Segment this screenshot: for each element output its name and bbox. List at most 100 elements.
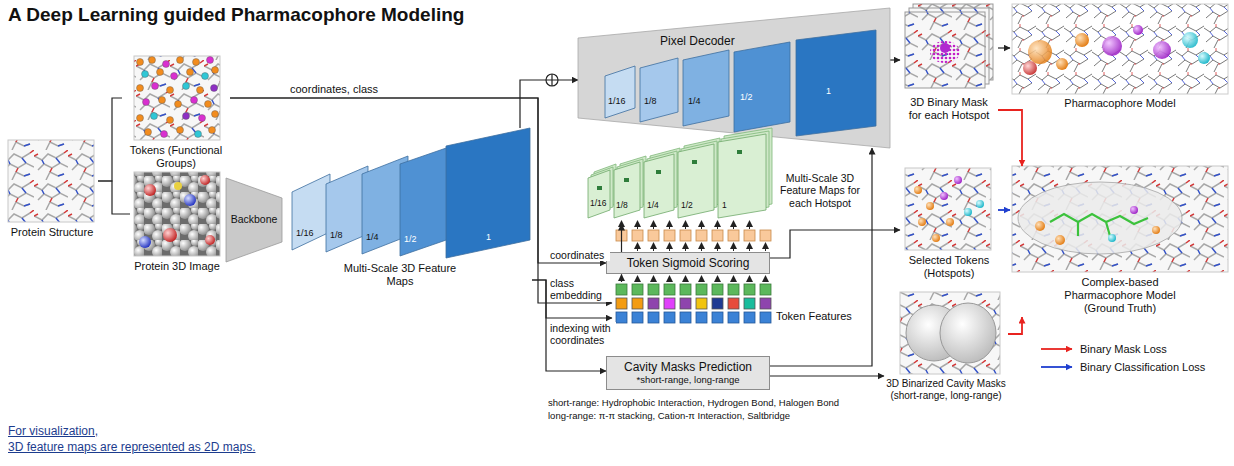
score-tokens: [632, 230, 643, 241]
token-arrows: [701, 276, 702, 282]
selected-tokens-image: [976, 200, 984, 208]
pixel-decoder-shape: [578, 8, 890, 148]
node-text: 3D Binarized Cavity Masks (short-range, …: [884, 378, 1008, 402]
image-panel: 3D Binarized Cavity Masks (short-range, …: [884, 292, 1008, 412]
token-features-shape: [744, 298, 755, 309]
edge-label: class embedding: [550, 277, 610, 302]
tokens-image: [187, 69, 194, 76]
ground-truth-image: [1108, 234, 1116, 242]
selected-tokens-image: [905, 168, 991, 250]
token-features-shape: [632, 284, 643, 295]
score-tokens: [664, 230, 675, 241]
token-features-shape: [632, 298, 643, 309]
tokens-image: [134, 56, 220, 140]
selected-tokens-image: [905, 168, 991, 250]
tokens-image: [137, 85, 144, 92]
score-tokens: [712, 230, 723, 241]
node-text: Token Features: [776, 310, 860, 323]
token-arrows: [669, 276, 670, 282]
token-features-shape: [664, 284, 675, 295]
tokens-image: [197, 87, 204, 94]
connector: [770, 375, 884, 376]
pixel-decoder-shape: [796, 30, 876, 136]
node-text: 1/8: [644, 96, 668, 107]
token-features-shape: [760, 284, 771, 295]
cavity-mask-image: [900, 292, 1000, 374]
image-panel: Complex-based Pharmacophore Model (Groun…: [1010, 166, 1230, 317]
protein-structure-image: [8, 140, 94, 222]
token-arrows: [637, 243, 638, 251]
token-features-shape: [744, 284, 755, 295]
ground-truth-image: [1012, 166, 1228, 272]
connector: [520, 80, 578, 128]
tokens-image: [137, 59, 144, 66]
image-panel: 3D Binary Mask for each Hotspot: [900, 4, 998, 126]
token-features-shape: [680, 284, 691, 295]
token-features-shape: [760, 312, 771, 323]
legend-text: Binary Mask Loss: [1080, 343, 1167, 355]
token-arrows: [701, 221, 702, 229]
token-features-shape: [664, 312, 675, 323]
pharmacophore-image: [1133, 25, 1143, 35]
token-arrows: [733, 276, 734, 282]
tokens-image: [193, 59, 200, 66]
figure-title: A Deep Learning guided Pharmacophore Mod…: [8, 4, 464, 26]
tokens-image: [143, 99, 150, 106]
hotspot-feature-maps-shape: [692, 160, 697, 164]
score-tokens: [744, 230, 755, 241]
tokens-image: [152, 83, 159, 90]
selected-tokens-image: [946, 218, 954, 226]
protein-3d-image: [139, 236, 151, 248]
node-text: Pharmacophore Model: [1010, 97, 1230, 110]
protein-structure-image: [8, 140, 94, 222]
token-arrows: [749, 276, 750, 282]
node-text: 1: [826, 86, 850, 97]
hotspot-feature-maps-shape: [624, 178, 629, 182]
backbone-trapezoid: Backbone: [226, 178, 282, 262]
node-text: Protein Structure: [6, 226, 98, 239]
tokens-image: [134, 56, 220, 140]
protein-3d-image: [163, 228, 177, 242]
token-arrows: [685, 221, 686, 229]
token-arrows: [717, 276, 718, 282]
node-text: Backbone: [227, 213, 281, 225]
pharmacophore-image: [1102, 36, 1122, 56]
pixel-decoder-shape: [605, 66, 635, 118]
ground-truth-image: [1152, 226, 1160, 234]
tokens-image: [177, 57, 184, 64]
token-features-shape: [616, 312, 627, 323]
pharmacophore-image: [1153, 41, 1171, 59]
box-text: Token Sigmoid Scoring: [611, 256, 765, 270]
token-arrows: [653, 276, 654, 282]
node-text: 1/4: [366, 232, 390, 243]
tokens-image: [145, 129, 152, 136]
protein-3d-image: [144, 184, 156, 196]
node-text: Tokens (Functional Groups): [122, 144, 230, 170]
protein-3d-image: [134, 172, 220, 256]
pixel-decoder-shape: [683, 50, 729, 126]
protein-3d-image: [184, 194, 196, 206]
node-text: 1/4: [647, 200, 667, 210]
legend-line-sample: [1040, 344, 1074, 354]
pharmacophore-image: [1012, 4, 1228, 94]
tokens-image: [191, 97, 198, 104]
token-features-shape: [696, 298, 707, 309]
pharmacophore-image: [1023, 61, 1037, 75]
tokens-image: [163, 61, 170, 68]
node-text: 1/2: [740, 92, 764, 103]
token-features-shape: [680, 298, 691, 309]
edge-label: indexing with coordinates: [550, 322, 616, 347]
node-text: Multi-Scale 3D Feature Maps: [340, 262, 460, 288]
token-arrows: [653, 243, 654, 251]
annotation-text: coordinates, class: [290, 83, 410, 96]
legend-line-sample: [1040, 362, 1074, 372]
binary-mask-image: [905, 4, 993, 88]
tokens-image: [195, 131, 202, 138]
node-text: Protein 3D Image: [130, 260, 224, 273]
selected-tokens-image: [918, 218, 926, 226]
node-text: 1/2: [404, 234, 428, 245]
token-features-shape: [648, 298, 659, 309]
sum-symbol: [546, 74, 558, 86]
backbone-trapezoid-shape: [226, 178, 282, 262]
connector: [998, 209, 1010, 211]
